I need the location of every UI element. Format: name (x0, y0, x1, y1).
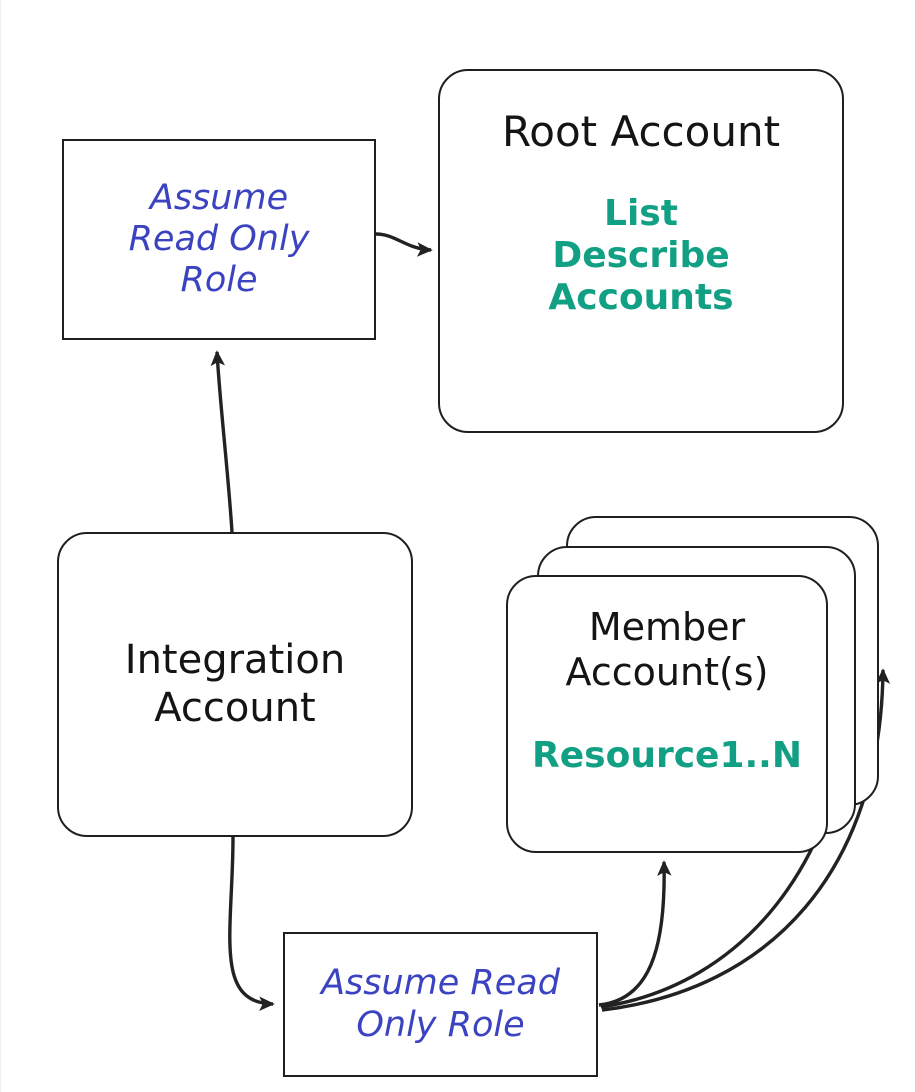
node-integration-account[interactable]: Integration Account (57, 532, 413, 837)
edge-integration-to-assume-role-top (210, 350, 234, 533)
root-account-actions: List Describe Accounts (548, 192, 734, 319)
member-accounts-title: Member Account(s) (565, 605, 769, 694)
root-account-title: Root Account (501, 107, 781, 156)
node-assume-read-only-role-top[interactable]: Assume Read Only Role (62, 139, 376, 340)
edge-integration-to-assume-role-bottom (228, 836, 275, 1012)
edge-assume-role-bottom-to-member-front (598, 860, 672, 1007)
integration-account-label: Integration Account (124, 637, 346, 731)
edge-assume-role-top-to-root-account (375, 232, 433, 257)
node-assume-read-only-role-bottom[interactable]: Assume Read Only Role (283, 932, 598, 1077)
assume-role-bottom-label: Assume Read Only Role (321, 963, 560, 1045)
member-accounts-resources: Resource1..N (532, 734, 802, 776)
node-root-account[interactable]: Root Account List Describe Accounts (438, 69, 844, 433)
node-member-accounts[interactable]: Member Account(s) Resource1..N (506, 575, 828, 853)
assume-role-top-label: Assume Read Only Role (128, 177, 310, 301)
